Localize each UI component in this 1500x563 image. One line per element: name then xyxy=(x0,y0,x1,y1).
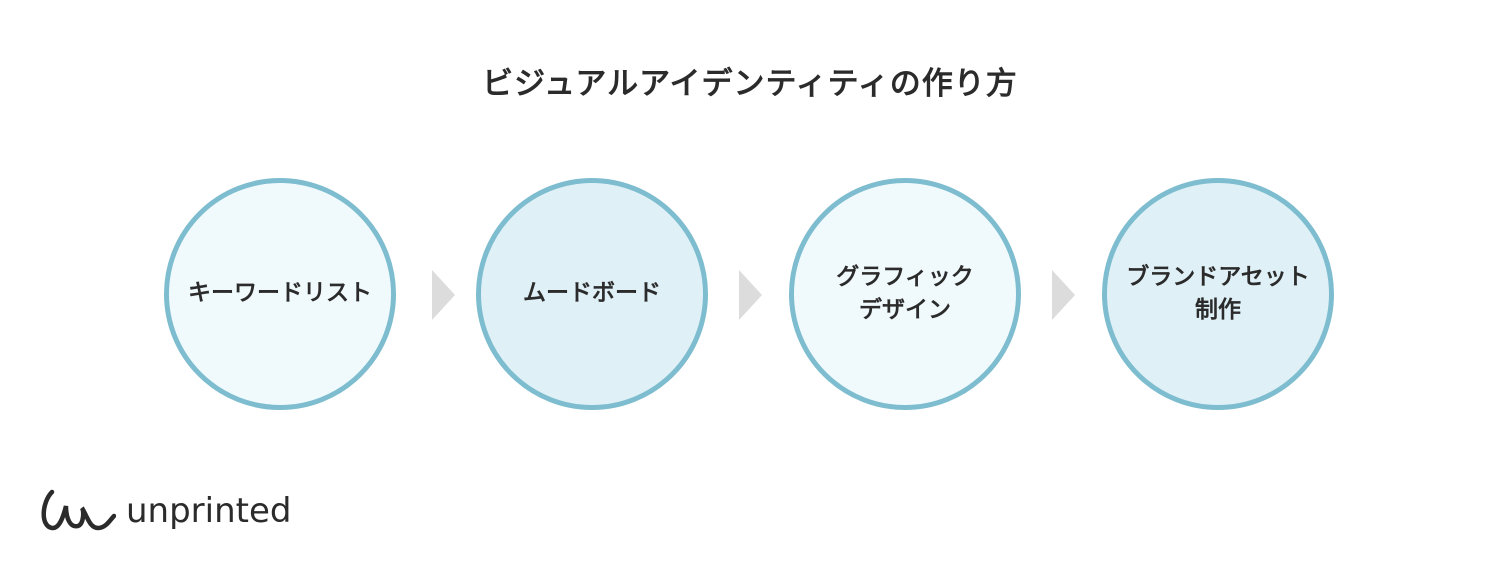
arrow-right-icon xyxy=(432,270,455,320)
logo-text: unprinted xyxy=(126,491,292,531)
diagram-title: ビジュアルアイデンティティの作り方 xyxy=(482,66,1018,102)
step-mood-board: ムードボード xyxy=(476,178,708,410)
step-graphic-design: グラフィック デザイン xyxy=(789,178,1021,410)
brand-logo: unprinted xyxy=(38,488,291,534)
step-brand-assets: ブランドアセット 制作 xyxy=(1102,178,1334,410)
step-keyword-list: キーワードリスト xyxy=(164,178,396,410)
arrow-right-icon xyxy=(1052,270,1075,320)
logo-mark-icon xyxy=(41,489,116,531)
arrow-right-icon xyxy=(739,270,762,320)
